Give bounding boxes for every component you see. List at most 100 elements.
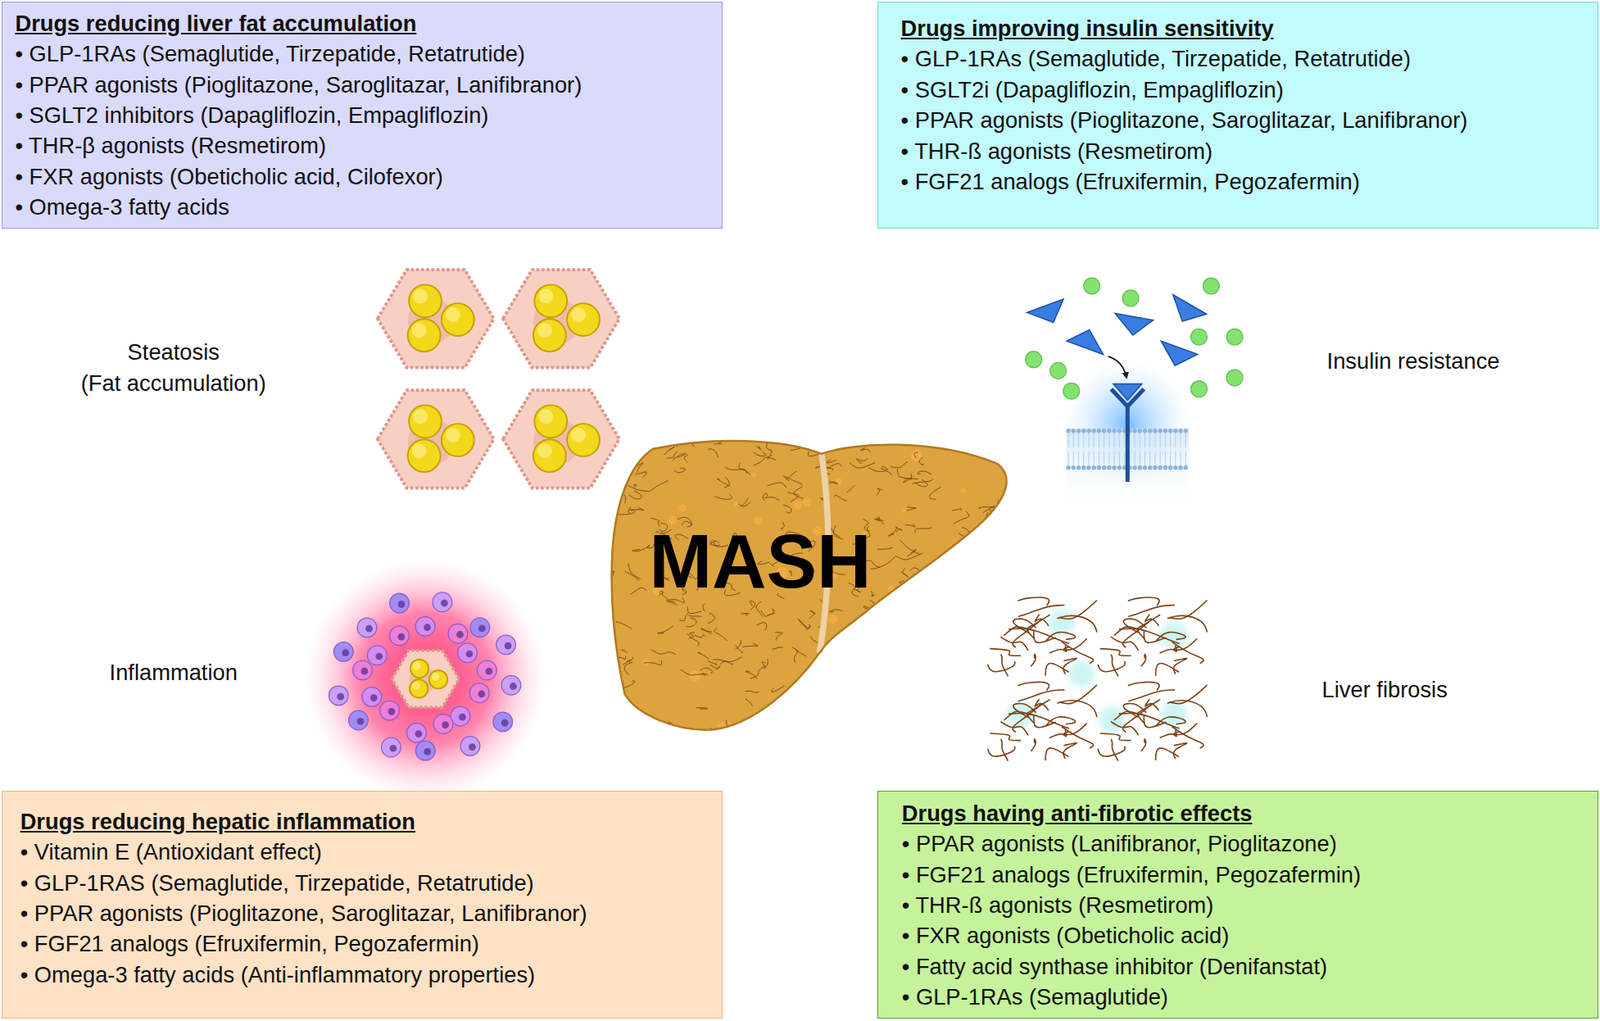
immune-cell <box>433 714 454 735</box>
cell-nucleus <box>375 652 383 661</box>
collagen-strand <box>738 498 748 506</box>
collagen-strand <box>849 462 875 469</box>
collagen-strand <box>897 623 905 631</box>
drug-box: Drugs reducing hepatic inflammation• Vit… <box>1 790 722 1019</box>
collagen-strand <box>992 558 1012 563</box>
drug-item: • THR-ß agonists (Resmetirom) <box>901 135 1598 167</box>
box-heading: Drugs reducing hepatic inflammation <box>20 806 722 837</box>
collagen-strand <box>643 660 662 666</box>
lipid-head <box>1157 465 1162 470</box>
fat-dot <box>927 684 934 691</box>
collagen-fiber <box>1063 657 1077 674</box>
cell-nucleus <box>456 630 464 639</box>
collagen-strand <box>602 480 615 485</box>
fat-dot <box>901 507 907 514</box>
drug-item: • GLP-1RAs (Semaglutide, Tirzepatide, Re… <box>14 38 721 69</box>
collagen-fiber <box>1063 638 1087 650</box>
lipid-tail <box>1134 451 1136 466</box>
collagen-strand <box>771 647 783 649</box>
collagen-strand <box>889 671 897 678</box>
collagen-fiber <box>1173 743 1187 759</box>
collagen-strand <box>952 511 969 524</box>
droplet-shine <box>412 288 428 304</box>
collagen-strand <box>666 451 678 458</box>
inflamed-hepatocyte <box>391 650 459 708</box>
glucose <box>1063 382 1080 399</box>
lipid-droplet <box>441 423 475 457</box>
drug-item: • GLP-1RAs (Semaglutide) <box>901 981 1598 1012</box>
lipid-head <box>1183 465 1188 470</box>
collagen-strand <box>700 628 712 635</box>
hepatocyte <box>377 389 495 489</box>
lipid-head <box>1142 428 1147 433</box>
cell-nucleus <box>398 600 406 608</box>
collagen-fiber <box>1110 654 1119 677</box>
collagen-strand <box>628 490 642 499</box>
collagen-strand <box>628 507 631 513</box>
cell-nucleus <box>423 623 431 631</box>
collagen-fiber <box>1030 654 1036 667</box>
collagen-strand <box>848 641 858 649</box>
collagen-fiber <box>1160 729 1178 739</box>
lipid-tail <box>1139 451 1141 466</box>
collagen-strand <box>643 439 652 445</box>
insulin <box>1066 323 1110 354</box>
fat-dot <box>960 488 966 494</box>
immune-cell <box>432 592 453 612</box>
collagen-strand <box>975 696 982 707</box>
cell-nucleus <box>361 667 369 676</box>
collagen-strand <box>929 487 941 500</box>
collagen-strand <box>687 607 702 614</box>
collagen-strand <box>915 527 933 534</box>
collagen-strand <box>912 616 925 628</box>
collagen-strand <box>630 588 647 595</box>
receptor-stem <box>1125 406 1130 482</box>
lipid-tail <box>1154 432 1156 447</box>
cell-nucleus <box>509 682 517 690</box>
collagen-strand <box>915 429 924 438</box>
lipid-tail <box>1180 451 1182 466</box>
collagen-fiber <box>1110 738 1119 762</box>
collagen-fiber <box>1128 689 1175 702</box>
collagen-strand <box>742 643 758 648</box>
collagen-fiber <box>1173 657 1187 674</box>
box-heading: Drugs improving insulin sensitivity <box>901 13 1598 44</box>
lipid-head <box>1152 428 1157 433</box>
droplet-shine <box>571 307 586 322</box>
drug-item: • FGF21 analogs (Efruxifermin, Pegozafer… <box>901 166 1598 197</box>
lipid-head <box>1081 428 1086 433</box>
collagen-strand <box>819 698 828 714</box>
collagen-strand <box>687 634 699 647</box>
glucose <box>1226 369 1243 386</box>
glucose <box>1122 290 1139 307</box>
collagen-strand <box>931 710 939 715</box>
collagen-strand <box>870 590 875 597</box>
glucose <box>1050 362 1067 379</box>
fibrosis-glow <box>1098 706 1125 733</box>
collagen-fiber <box>1145 698 1160 711</box>
panel-label: Inflammation <box>109 659 238 686</box>
lipid-droplet <box>407 318 441 352</box>
lipid-head <box>1147 465 1152 470</box>
immune-cell <box>448 623 468 644</box>
droplet-shine <box>412 322 427 338</box>
collagen-strand <box>982 682 996 697</box>
lipid-tail <box>1068 432 1070 447</box>
collagen-fiber <box>1034 614 1049 626</box>
drug-item: • Vitamin E (Antioxidant effect) <box>20 836 722 867</box>
lipid-head <box>1163 428 1168 433</box>
collagen-fiber <box>1056 615 1097 632</box>
fat-dot <box>843 641 856 654</box>
collagen-fiber <box>1001 738 1009 762</box>
collagen-fiber <box>1167 615 1208 632</box>
liver-shape: MASH <box>610 433 1013 732</box>
fat-cells <box>377 269 620 489</box>
drug-box: Drugs having anti-fibrotic effects• PPAR… <box>877 790 1598 1019</box>
lipid-head <box>1178 428 1183 433</box>
lipid-tail <box>1087 451 1089 466</box>
droplet-shine <box>412 661 422 671</box>
collagen-strand <box>957 594 982 604</box>
collagen-strand <box>868 467 893 476</box>
insulin <box>1111 312 1154 338</box>
